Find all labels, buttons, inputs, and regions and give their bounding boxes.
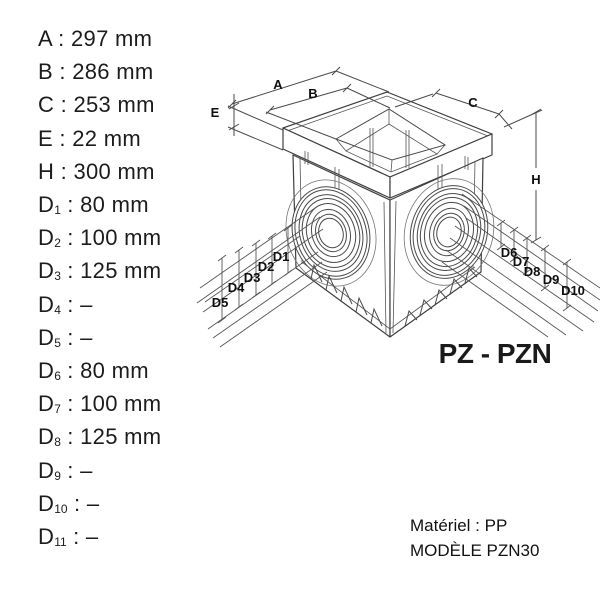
- label-d3: D3: [244, 270, 261, 285]
- label-d2: D2: [258, 259, 275, 274]
- dimension-row-d5: D5 : –: [38, 324, 93, 350]
- material-text: Matériel : PP: [410, 516, 508, 535]
- label-c: C: [468, 95, 478, 110]
- label-d5: D5: [212, 295, 229, 310]
- label-d1: D1: [273, 249, 290, 264]
- label-d10: D10: [561, 283, 585, 298]
- label-a: A: [273, 77, 283, 92]
- label-h: H: [531, 172, 540, 187]
- dimension-lines: [227, 66, 543, 244]
- dimension-row-d6: D6 : 80 mm: [38, 358, 149, 384]
- dimension-row-d4: D4 : –: [38, 291, 93, 317]
- dimension-row-d1: D1 : 80 mm: [38, 192, 149, 218]
- right-diameter-fan: [441, 193, 600, 338]
- dimension-row-h: H : 300 mm: [38, 158, 155, 184]
- dimension-row-d3: D3 : 125 mm: [38, 258, 162, 284]
- label-d4: D4: [228, 280, 245, 295]
- label-d9: D9: [543, 272, 560, 287]
- dimension-row-d9: D9 : –: [38, 457, 93, 483]
- label-d7: D7: [513, 254, 530, 269]
- dimension-row-a: A : 297 mm: [38, 26, 153, 51]
- model-series-label: PZ - PZN: [439, 338, 552, 369]
- footer-info: Matériel : PP MODÈLE PZN30: [410, 513, 539, 563]
- dimension-row-d2: D2 : 100 mm: [38, 225, 162, 251]
- label-e: E: [211, 105, 220, 120]
- left-diameter-fan: [196, 205, 328, 348]
- label-d8: D8: [524, 264, 541, 279]
- dimension-row-e: E : 22 mm: [38, 125, 141, 151]
- bottom-ribs: [310, 263, 478, 327]
- dimension-row-d10: D10 : –: [38, 490, 100, 516]
- dimension-row-c: C : 253 mm: [38, 92, 155, 118]
- dimension-labels: A B C E H D1 D2 D3 D4 D5 D6 D7 D8 D9 D10…: [211, 77, 585, 369]
- dimension-row-b: B : 286 mm: [38, 59, 154, 85]
- dimension-row-d11: D11 : –: [38, 524, 99, 550]
- dimension-list: A : 297 mm B : 286 mm C : 253 mm E : 22 …: [38, 24, 161, 555]
- dimension-row-d7: D7 : 100 mm: [38, 391, 162, 417]
- dimension-row-d8: D8 : 125 mm: [38, 424, 162, 450]
- label-d6: D6: [501, 245, 518, 260]
- model-text: MODÈLE PZN30: [410, 541, 540, 560]
- label-b: B: [308, 86, 317, 101]
- technical-drawing: A B C E H D1 D2 D3 D4 D5 D6 D7 D8 D9 D10…: [196, 66, 600, 369]
